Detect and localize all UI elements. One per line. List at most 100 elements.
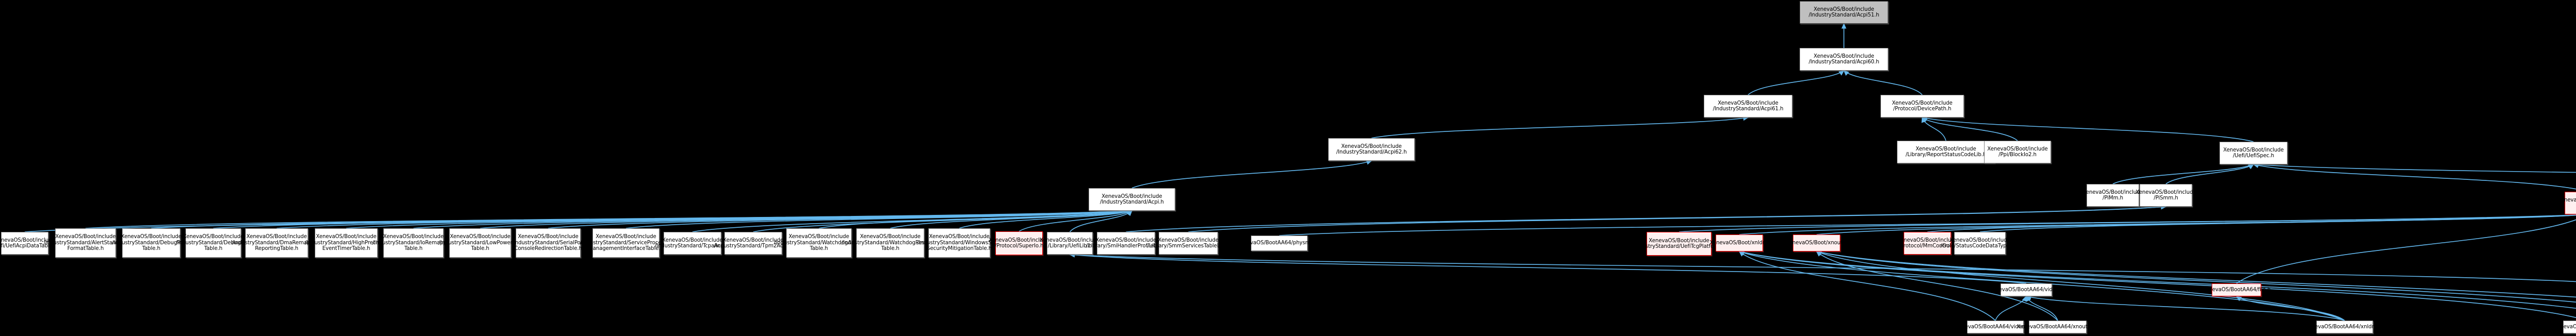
graph-edge [1679,214,2576,232]
graph-node-label: XenevaOS/Boot/include/IndustryStandard/D… [232,234,321,252]
graph-edge [1921,117,2018,141]
graph-node[interactable]: XenevaOS/Boot/include/Library/ReportStat… [1897,141,1995,163]
graph-node-label: XenevaOS/Boot/include/Library/SmiHandler… [1086,237,1166,249]
graph-node[interactable]: XenevaOS/Boot/include/IndustryStandard/A… [1704,95,1792,117]
graph-node[interactable]: XenevaOS/Boot/include/IndustryStandard/T… [714,232,793,255]
graph-edge [480,208,1133,229]
graph-node-label: XenevaOS/Boot/include/IndustryStandard/A… [1099,193,1164,205]
graph-edge [959,210,1133,229]
graph-node[interactable]: XenevaOS/Boot/include/Protocol/DevicePat… [1880,95,1964,117]
graph-edge [1921,116,2254,142]
graph-node[interactable]: XenevaOS/Boot/include/IndustryStandard/H… [305,228,388,258]
graph-edge [2025,295,2345,321]
graph-edge [2026,295,2058,321]
graph-node-label: XenevaOS/Boot/include/IndustryStandard/W… [841,234,939,252]
graph-node-label: XenevaOS/BootAA64/file.h [2202,287,2271,293]
graph-edge [1816,251,2345,321]
graph-node-label: XenevaOS/Boot/include/IndustryStandard/A… [1336,143,1407,155]
graph-node-label: XenevaOS/Boot/include/IndustryStandard/T… [654,237,731,249]
graph-node-label: XenevaOS/Boot/include/IndustryStandard/D… [112,234,191,252]
graph-edge [2165,164,2255,184]
graph-node-label: XenevaOS/Boot/include/IndustryStandard/S… [580,234,672,252]
graph-node[interactable]: XenevaOS/Boot/include/Uefi.h [2557,192,2576,214]
graph-node[interactable]: XenevaOS/Boot/include/PiSmm.h [2136,184,2196,207]
graph-node[interactable]: XenevaOS/Boot/include/IndustryStandard/L… [438,228,522,258]
graph-edge [1927,214,2576,232]
graph-edge [1738,250,2576,318]
graph-edge [548,209,1133,229]
graph-node[interactable]: XenevaOS/Boot/include/IndustryStandard/D… [232,228,321,258]
graph-node-label: XenevaOS/Boot/include/IndustryStandard/A… [1808,6,1879,18]
graph-node[interactable]: XenevaOS/Boot/include/IndustryStandard/D… [112,228,191,258]
graph-edge [1816,250,2576,298]
graph-node[interactable]: XenevaOS/BootAA64/video.h [1989,283,2063,296]
graph-node[interactable]: XenevaOS/Boot/include/IndustryStandard/S… [512,228,585,258]
graph-node[interactable]: XenevaOS/Boot/video.cpp [2554,321,2576,333]
graph-edge [819,209,1133,229]
graph-edge [2235,296,2345,321]
graph-edge [213,208,1133,229]
graph-node[interactable]: XenevaOS/Boot/include/IndustryStandard/A… [44,228,127,258]
graph-edge [625,209,1133,229]
graph-edge [1069,252,2576,282]
graph-node-label: XenevaOS/Boot/include/Library/ReportStat… [1905,146,1987,158]
graph-node[interactable]: XenevaOS/Boot/xnout.h [1786,234,1848,251]
graph-node[interactable]: XenevaOS/Boot/include/IndustryStandard/A… [1089,188,1175,211]
graph-node[interactable]: XenevaOS/Boot/include/Library/SmmService… [1147,232,1229,255]
graph-node[interactable]: XenevaOS/Boot/include/IndustryStandard/U… [1633,232,1726,256]
graph-node[interactable]: XenevaOS/Boot/include/IndustryStandard/A… [1800,1,1888,24]
graph-edge [890,209,1133,229]
graph-node[interactable]: XenevaOS/Boot/include/IndustryStandard/D… [176,228,251,258]
graph-edge [1843,70,1923,95]
graph-node-label: XenevaOS/Boot/include/Protocol/DevicePat… [1892,100,1953,112]
graph-node[interactable]: XenevaOS/Boot/include/IndustryStandard/W… [917,228,1002,258]
graph-edge [1979,214,2576,232]
graph-node-label: XenevaOS/Boot/include/IndustryStandard/W… [917,234,1002,252]
graph-edge [1069,253,2027,284]
graph-edge [2252,162,2576,173]
graph-node[interactable]: XenevaOS/Boot/include/Protocol/MmControl… [1897,232,1958,255]
graph-node[interactable]: XenevaOS/Boot/include/IndustryStandard/T… [655,232,730,255]
graph-node-label: XenevaOS/Boot/include/Ppi/BlockIo2.h [1987,146,2048,158]
graph-edge [346,208,1133,229]
graph-node[interactable]: XenevaOS/BootAA64/xnout.cpp [2017,321,2098,333]
graph-node[interactable]: XenevaOS/Boot/include/IndustryStandard/I… [372,228,454,258]
graph-node[interactable]: XenevaOS/Boot/include/IndustryStandard/W… [841,228,939,258]
graph-edge [1019,210,1133,232]
graph-node[interactable]: XenevaOS/BootAA64/video.cpp [1955,321,2036,333]
graph-node-label: XenevaOS/BootAA64/xnout.cpp [2017,324,2099,330]
graph-node[interactable]: XenevaOS/Boot/include/PiMm.h [2082,184,2143,207]
graph-node-label: XenevaOS/Boot/include/Protocol/MmControl… [1897,237,1958,249]
graph-node-label: XenevaOS/Boot/xnldr.h [1709,240,1769,246]
graph-node-label: XenevaOS/Boot/include/IndustryStandard/S… [512,234,585,252]
graph-node[interactable]: XenevaOS/BootAA64/physm.cpp [1237,236,1321,251]
graph-node-label: XenevaOS/Boot/include/IndustryStandard/A… [43,234,128,252]
graph-node-label: XenevaOS/Boot/include/Uefi.h [2557,197,2576,203]
graph-node[interactable]: XenevaOS/BootAA64/file.h [2202,283,2270,296]
graph-node[interactable]: XenevaOS/BootAA64/xnldr.cpp [2305,321,2384,333]
graph-edge [276,208,1133,229]
graph-node-label: XenevaOS/BootAA64/video.cpp [1955,324,2036,330]
graph-node[interactable]: XenevaOS/Boot/include/Library/UefiLib.h [1040,232,1100,255]
graph-node[interactable]: XenevaOS/Boot/include/Uefi/UefiSpec.h [2219,142,2287,164]
graph-node[interactable]: XenevaOS/Boot/include/IndustryStandard/S… [580,228,672,258]
graph-node[interactable]: XenevaOS/Boot/include/IndustryStandard/W… [774,228,864,258]
graph-node[interactable]: XenevaOS/Boot/include/IndustryStandard/A… [1800,48,1888,71]
graph-node-label: XenevaOS/Boot/include/Library/SmmService… [1147,237,1230,249]
graph-node-label: XenevaOS/Boot/include/IndustryStandard/L… [438,234,522,252]
graph-node[interactable]: XenevaOS/Boot/include/IndustryStandard/A… [1328,138,1415,161]
graph-node-label: XenevaOS/BootAA64/physm.cpp [1237,240,1321,246]
graph-node[interactable]: XenevaOS/Boot/include/Protocol/SuperIo.h [989,231,1049,255]
graph-node-label: XenevaOS/Boot/include/Protocol/SuperIo.h [989,237,1049,249]
graph-edge [1738,250,2576,309]
graph-edge [1995,295,2027,321]
graph-node-label: XenevaOS/Boot/include/IndustryStandard/A… [1713,100,1784,112]
graph-edge [1816,250,2576,303]
graph-edge [1126,204,2167,232]
graph-node[interactable]: XenevaOS/Boot/include/Guid/StatusCodeDat… [1940,232,2020,255]
graph-node[interactable]: XenevaOS/Boot/include/Uefi/UefiAcpiDataT… [0,232,57,255]
graph-node[interactable]: XenevaOS/Boot/xnldr.h [1709,234,1769,251]
graph-node[interactable]: XenevaOS/Boot/include/Ppi/BlockIo2.h [1984,141,2051,163]
graph-node[interactable]: XenevaOS/Boot/include/Library/SmiHandler… [1086,232,1166,255]
